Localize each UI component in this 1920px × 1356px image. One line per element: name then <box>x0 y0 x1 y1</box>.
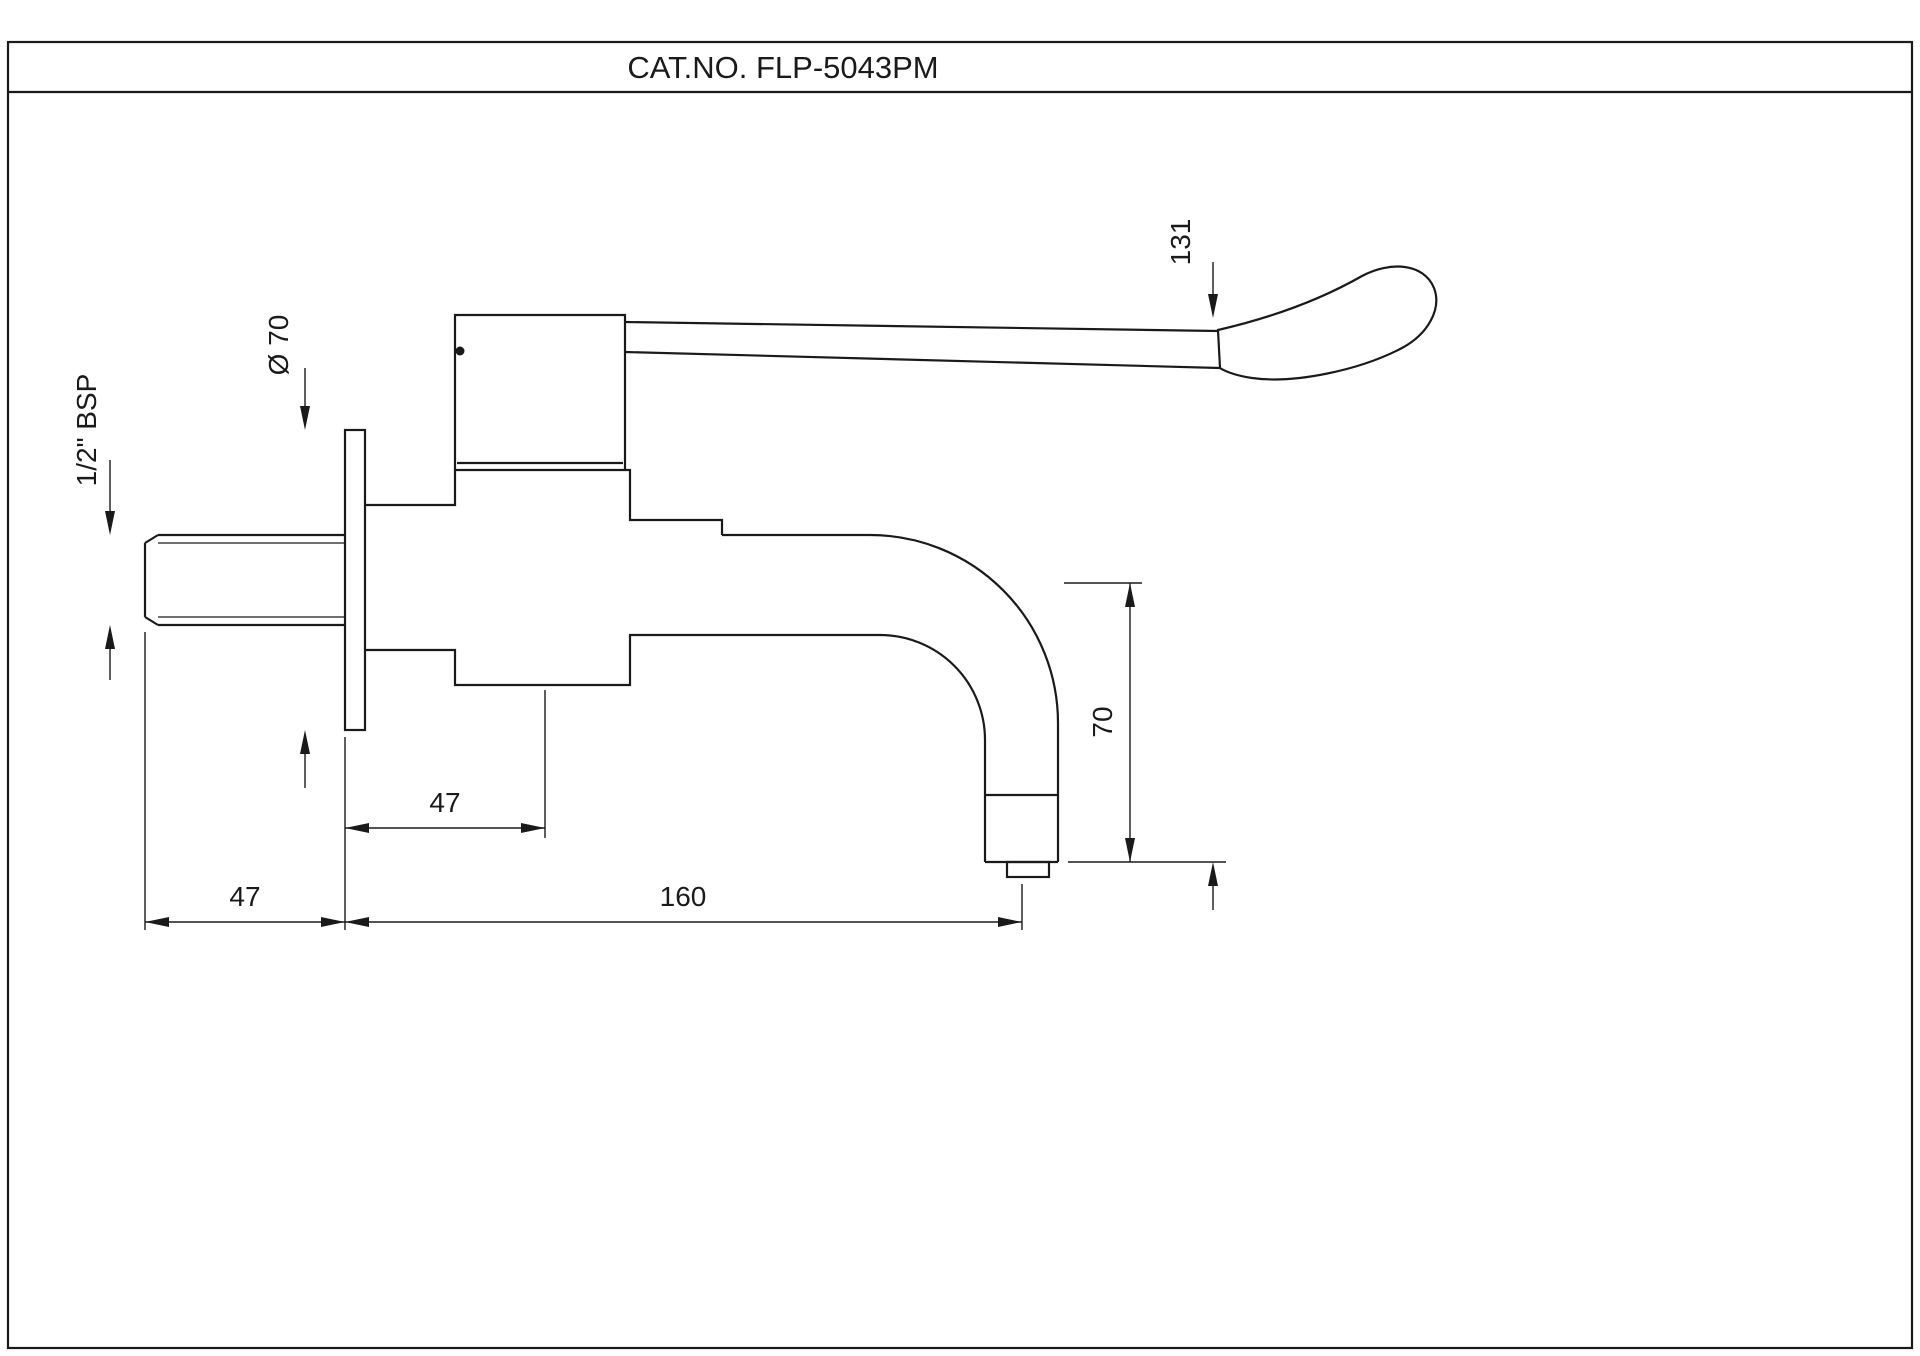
valve-body <box>365 468 880 687</box>
dimension-label-handle-height: 131 <box>1165 219 1196 266</box>
dimension-label-inlet-thread: 1/2" BSP <box>71 374 102 487</box>
catalog-number-title: CAT.NO. FLP-5043PM <box>627 50 938 85</box>
dimension-arrowheads <box>105 294 1218 927</box>
spout-inner-edge <box>879 633 987 795</box>
extension-lines <box>144 582 1226 930</box>
inlet-thread-pipe <box>143 533 345 627</box>
dimension-label-spout-drop: 70 <box>1087 706 1118 737</box>
drawing-border <box>6 40 1914 1350</box>
lever-paddle <box>1216 265 1438 381</box>
dimension-label-flange-to-spout-axis: 47 <box>429 787 460 818</box>
faucet-outline <box>143 265 1438 879</box>
aerator-tip <box>1005 860 1051 879</box>
dimension-label-wall-projection: 47 <box>229 881 260 912</box>
set-screw-dot <box>455 346 465 356</box>
thread-minor-lines <box>158 542 345 618</box>
spout-outlet <box>983 793 1060 864</box>
leader-lines <box>109 262 1214 910</box>
dimension-label-flange-diameter: Ø 70 <box>263 315 294 376</box>
wall-flange <box>343 428 367 732</box>
lever-arm <box>624 320 1221 370</box>
dimension-lines <box>145 583 1131 923</box>
dimension-label-spout-reach: 160 <box>660 881 707 912</box>
spout-outer-edge <box>722 533 1060 795</box>
cartridge-housing <box>453 313 627 470</box>
